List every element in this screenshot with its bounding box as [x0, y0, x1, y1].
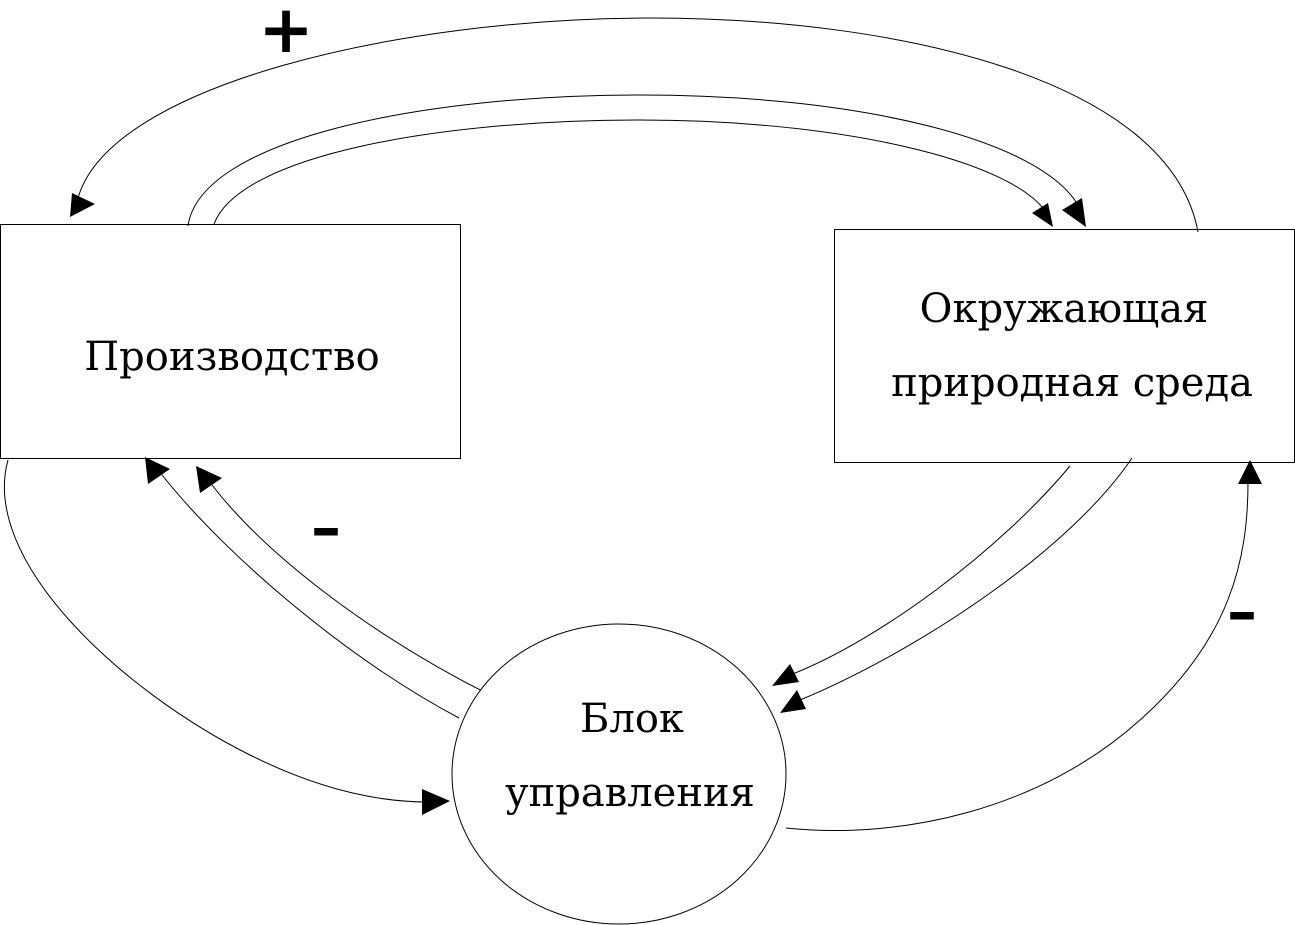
- arrowhead-control-right-1: [772, 664, 799, 686]
- production-box: [0, 224, 461, 459]
- edge-environment-to-production-plus: [77, 17, 1199, 233]
- control-circle: [451, 623, 787, 925]
- arrowhead-production-bottom-2: [196, 466, 222, 493]
- arrowhead-environment-top-2: [1062, 198, 1086, 227]
- edge-environment-to-control-outer: [789, 465, 1071, 676]
- edge-control-to-production-inner: [211, 484, 491, 696]
- environment-label-line2: природная среда: [891, 360, 1253, 406]
- control-label-line2: управления: [505, 770, 755, 816]
- edge-production-to-environment-inner: [213, 119, 1047, 225]
- node-control: Блок управления: [451, 623, 787, 925]
- control-label-line1: Блок: [580, 696, 684, 742]
- environment-label-line1: Окружающая: [920, 286, 1209, 332]
- edge-control-to-environment: [785, 481, 1249, 832]
- edge-production-to-environment-outer: [187, 94, 1079, 227]
- sign-minus-left: –: [311, 493, 341, 563]
- node-environment: Окружающая природная среда: [834, 229, 1295, 463]
- node-production: Производство: [0, 224, 461, 459]
- sign-minus-right: –: [1227, 577, 1257, 647]
- environment-box: [834, 229, 1295, 463]
- arrowhead-production-top: [70, 193, 95, 217]
- arrowhead-environment-bottom: [1238, 460, 1262, 484]
- arrowhead-environment-top-1: [1032, 203, 1053, 227]
- edge-control-to-production-outer: [161, 474, 460, 719]
- arrowhead-control-left: [422, 789, 450, 815]
- arrowhead-production-bottom-1: [145, 457, 170, 484]
- arrowhead-control-right-2: [780, 690, 806, 713]
- edge-production-to-control: [3, 459, 429, 803]
- edge-environment-to-control-inner: [799, 457, 1133, 701]
- sign-plus-top: +: [258, 0, 313, 68]
- production-label: Производство: [84, 334, 379, 380]
